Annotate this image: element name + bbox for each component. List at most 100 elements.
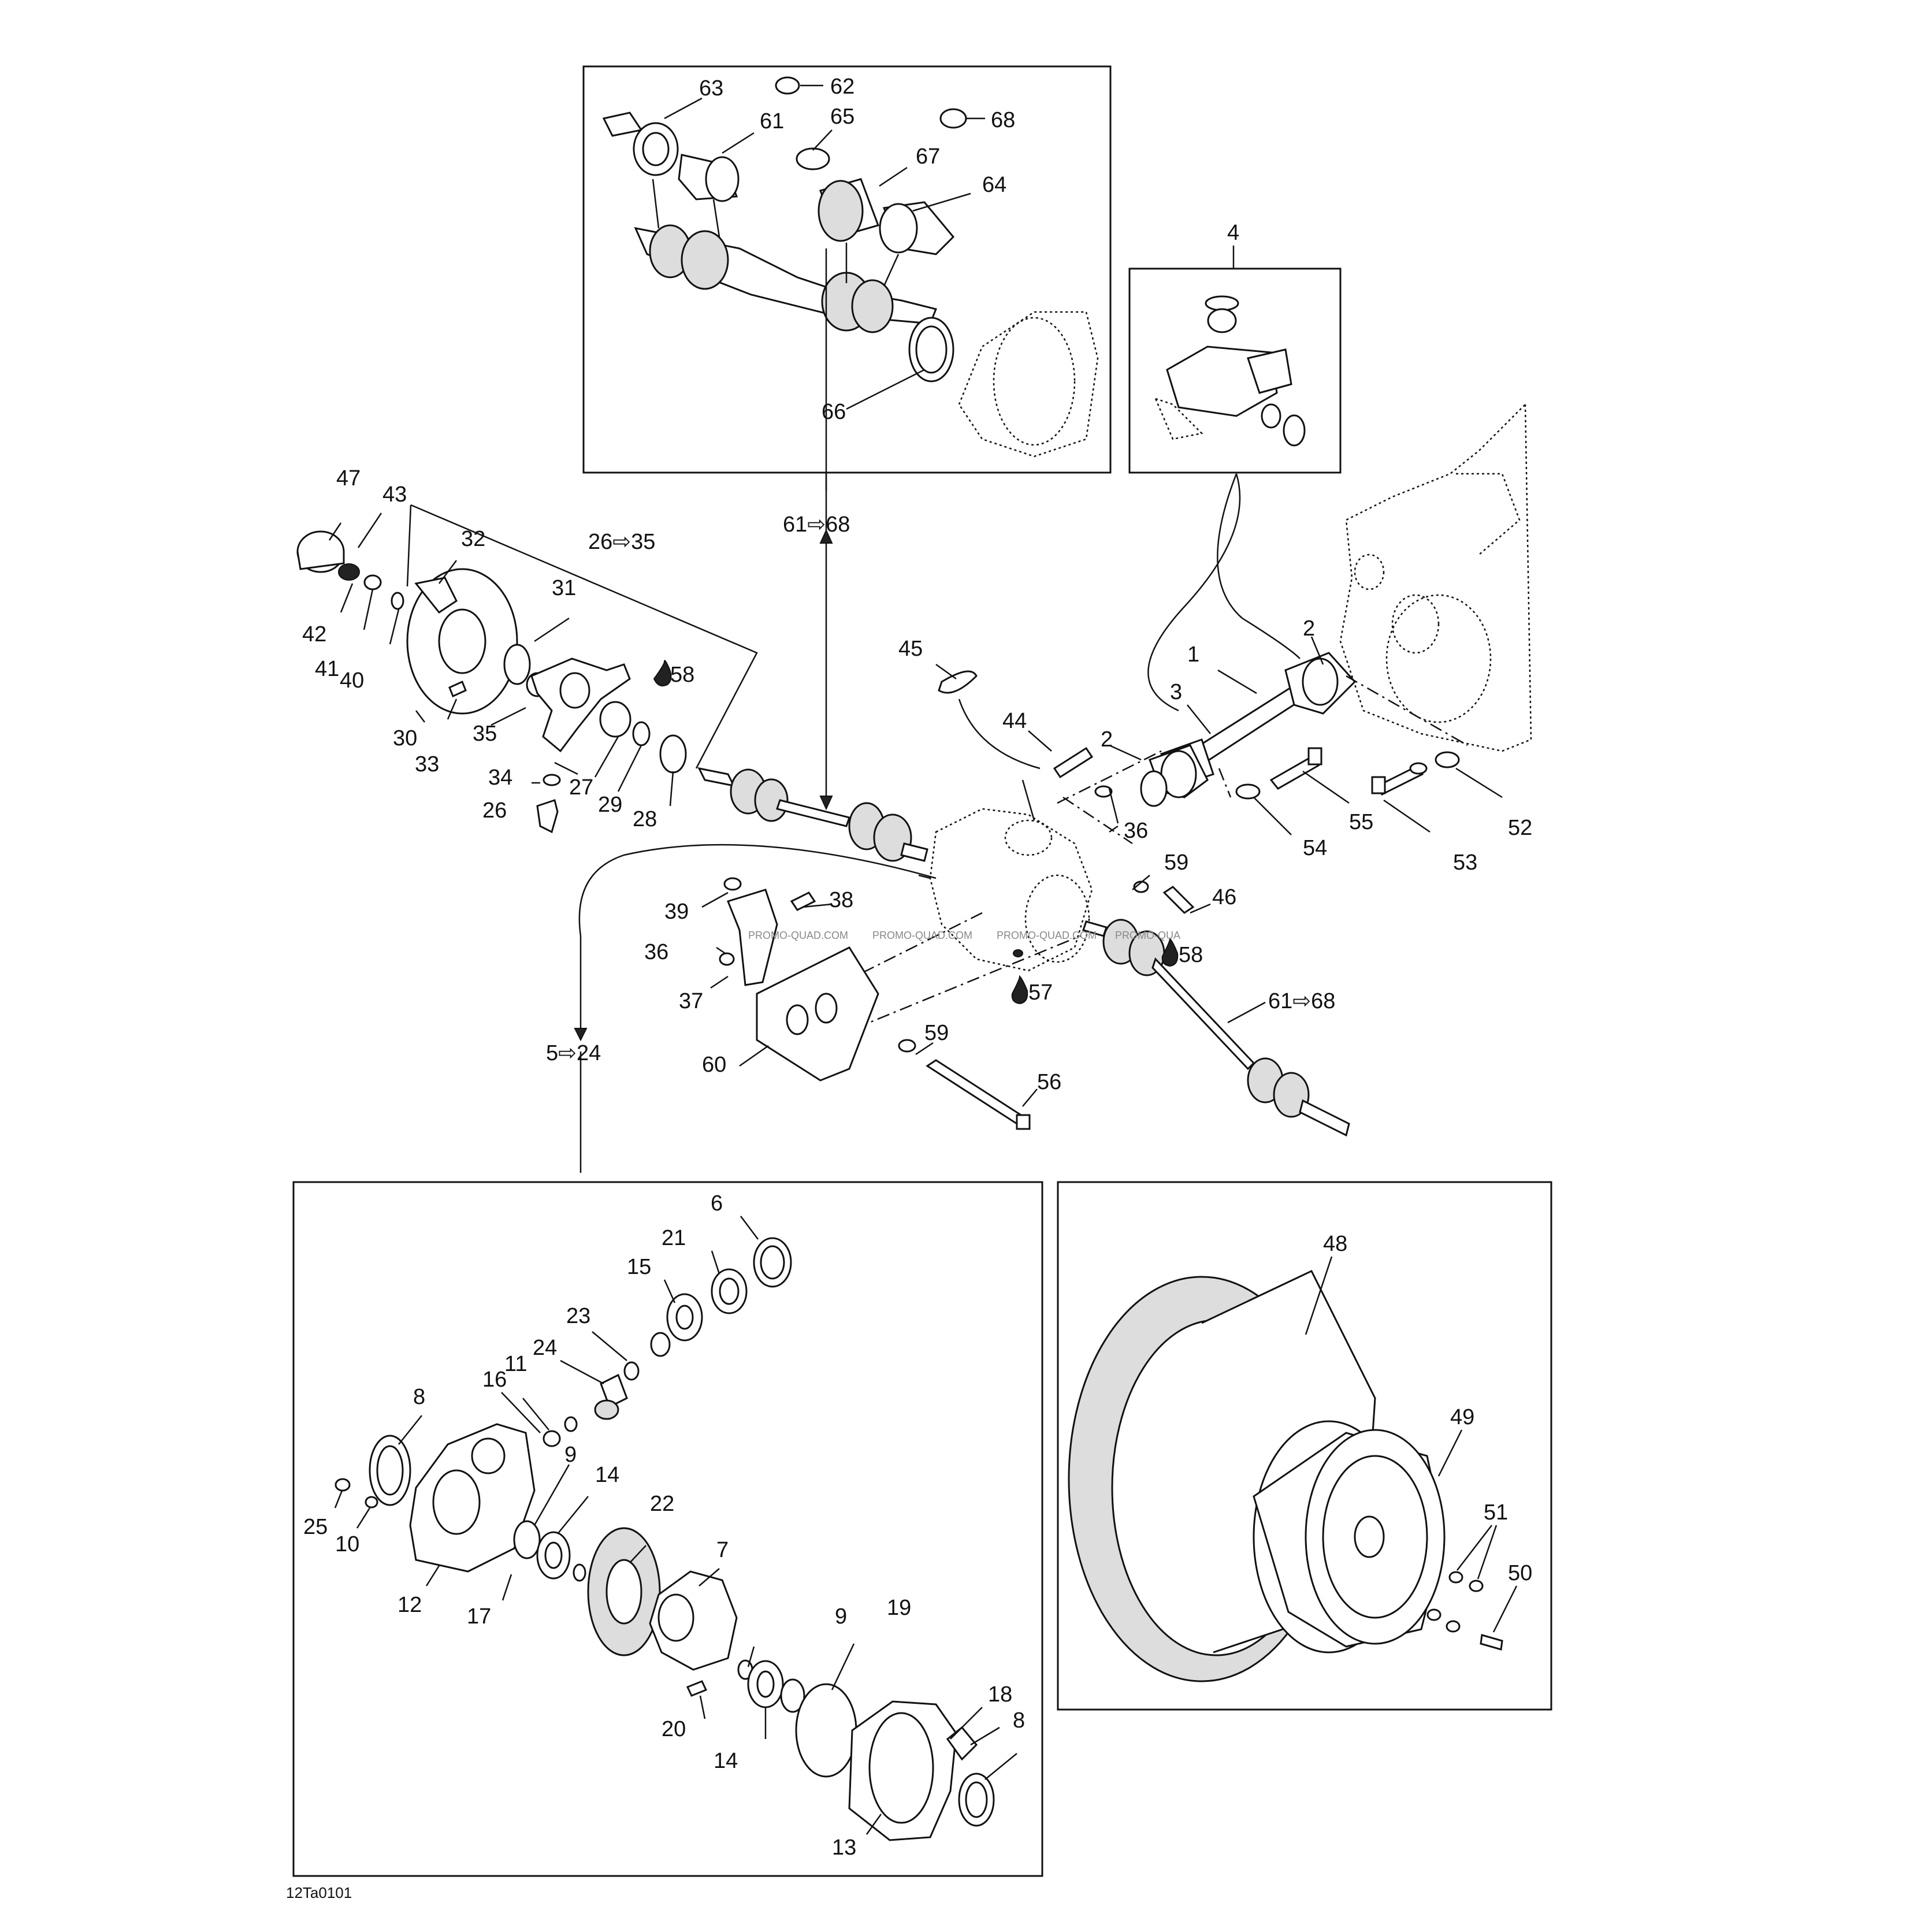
differential-detail-frame xyxy=(292,1181,1043,1877)
callout-66: 66 xyxy=(822,400,846,424)
callout-23: 23 xyxy=(566,1304,590,1328)
callout-55: 55 xyxy=(1349,810,1373,834)
callout-3: 3 xyxy=(1170,680,1182,704)
callout-2b: 2 xyxy=(1101,727,1113,752)
callout-51: 51 xyxy=(1484,1500,1508,1525)
drive-shaft-assembly-drawing xyxy=(602,76,1099,458)
callout-16: 16 xyxy=(482,1368,507,1392)
callout-43: 43 xyxy=(382,482,407,507)
callout-58a: 58 xyxy=(670,663,694,687)
callout-64: 64 xyxy=(982,173,1006,197)
wheel-hub-and-knuckle-drawing xyxy=(296,530,687,834)
differential-exploded-drawing xyxy=(335,1237,995,1841)
callout-14a: 14 xyxy=(595,1463,619,1487)
callout-13: 13 xyxy=(832,1836,856,1860)
joint-detail-frame xyxy=(1128,267,1342,474)
oil-drop-icon xyxy=(653,660,672,686)
callout-4: 4 xyxy=(1227,221,1239,245)
callout-61: 61 xyxy=(760,109,784,133)
range-ref-knuckle: 26⇨35 xyxy=(588,530,655,554)
callout-1: 1 xyxy=(1187,642,1199,667)
callout-36b: 36 xyxy=(644,940,668,964)
callout-39: 39 xyxy=(664,900,689,924)
propeller-shaft-drawing xyxy=(1140,652,1357,807)
range-ref-differential: 5⇨24 xyxy=(546,1041,601,1065)
callout-22: 22 xyxy=(650,1492,674,1516)
callout-52: 52 xyxy=(1508,816,1532,840)
callout-8b: 8 xyxy=(1013,1708,1025,1733)
callout-60: 60 xyxy=(702,1053,726,1077)
callout-25: 25 xyxy=(303,1515,328,1539)
callout-32: 32 xyxy=(461,527,485,551)
callout-41: 41 xyxy=(315,657,339,681)
callout-10: 10 xyxy=(335,1532,359,1556)
final-drive-housing-outline xyxy=(929,808,1093,972)
watermark: PROMO-QUAD.COM xyxy=(748,930,848,941)
engine-outline xyxy=(1339,404,1532,752)
callout-6: 6 xyxy=(711,1191,723,1216)
range-ref-drive-shaft: 61⇨68 xyxy=(783,512,850,537)
callout-59b: 59 xyxy=(924,1021,949,1045)
callout-65: 65 xyxy=(830,105,854,129)
u-joint-detail-drawing xyxy=(1154,295,1306,447)
callout-45: 45 xyxy=(898,637,923,661)
callout-11: 11 xyxy=(504,1352,527,1376)
callout-15: 15 xyxy=(627,1255,651,1279)
callout-54: 54 xyxy=(1303,836,1327,860)
callout-49: 49 xyxy=(1450,1405,1474,1429)
callout-29: 29 xyxy=(598,793,622,817)
callout-57: 57 xyxy=(1028,980,1053,1005)
drive-shaft-detail-frame xyxy=(582,65,1112,474)
callout-14b: 14 xyxy=(714,1749,738,1773)
callout-37: 37 xyxy=(679,989,703,1013)
left-drive-shaft-drawing xyxy=(697,767,928,862)
callout-24: 24 xyxy=(533,1336,557,1360)
callout-36a: 36 xyxy=(1124,819,1148,843)
callout-18: 18 xyxy=(988,1682,1012,1707)
right-drive-shaft-drawing xyxy=(1082,919,1350,1137)
callout-59a: 59 xyxy=(1164,850,1188,875)
callout-58b: 58 xyxy=(1179,943,1203,967)
engine-mount-fasteners xyxy=(1235,747,1460,800)
callout-56: 56 xyxy=(1037,1070,1061,1094)
callout-7: 7 xyxy=(716,1538,729,1562)
callout-67: 67 xyxy=(916,144,940,169)
callout-28: 28 xyxy=(633,807,657,831)
wheel-and-tire-drawing xyxy=(1068,1270,1503,1682)
callout-12: 12 xyxy=(397,1593,422,1617)
callout-63: 63 xyxy=(699,76,723,101)
callout-9b: 9 xyxy=(835,1604,847,1629)
callout-19: 19 xyxy=(887,1596,911,1620)
oil-drop-icon xyxy=(1161,937,1179,967)
callout-31: 31 xyxy=(552,576,576,600)
figure-code: 12Ta0101 xyxy=(286,1884,352,1901)
callout-35: 35 xyxy=(473,722,497,746)
callout-26: 26 xyxy=(482,798,507,823)
callout-53: 53 xyxy=(1453,850,1477,875)
mounting-bracket-drawing xyxy=(719,785,1195,1130)
callout-33: 33 xyxy=(415,752,439,776)
callout-2a: 2 xyxy=(1303,616,1315,641)
callout-20: 20 xyxy=(662,1717,686,1741)
callout-34: 34 xyxy=(488,766,512,790)
watermark: PROMO-QUAD.COM xyxy=(997,930,1097,941)
callout-17: 17 xyxy=(467,1604,491,1629)
callout-9a: 9 xyxy=(564,1443,577,1467)
callout-40: 40 xyxy=(340,668,364,693)
oil-drop-icon xyxy=(1011,975,1028,1005)
callout-42: 42 xyxy=(302,622,326,647)
callout-30: 30 xyxy=(393,726,417,750)
callout-47: 47 xyxy=(336,466,361,491)
callout-48: 48 xyxy=(1323,1232,1347,1256)
range-ref-drive-shaft-right: 61⇨68 xyxy=(1268,989,1335,1013)
callout-68: 68 xyxy=(991,108,1015,132)
callout-27: 27 xyxy=(569,775,593,800)
watermark: PROMO-QUAD.COM xyxy=(872,930,972,941)
callout-21: 21 xyxy=(662,1226,686,1250)
callout-44: 44 xyxy=(1002,709,1027,733)
callout-46: 46 xyxy=(1212,885,1236,909)
callout-38: 38 xyxy=(829,888,853,912)
callout-50: 50 xyxy=(1508,1561,1532,1585)
callout-8a: 8 xyxy=(413,1385,425,1409)
